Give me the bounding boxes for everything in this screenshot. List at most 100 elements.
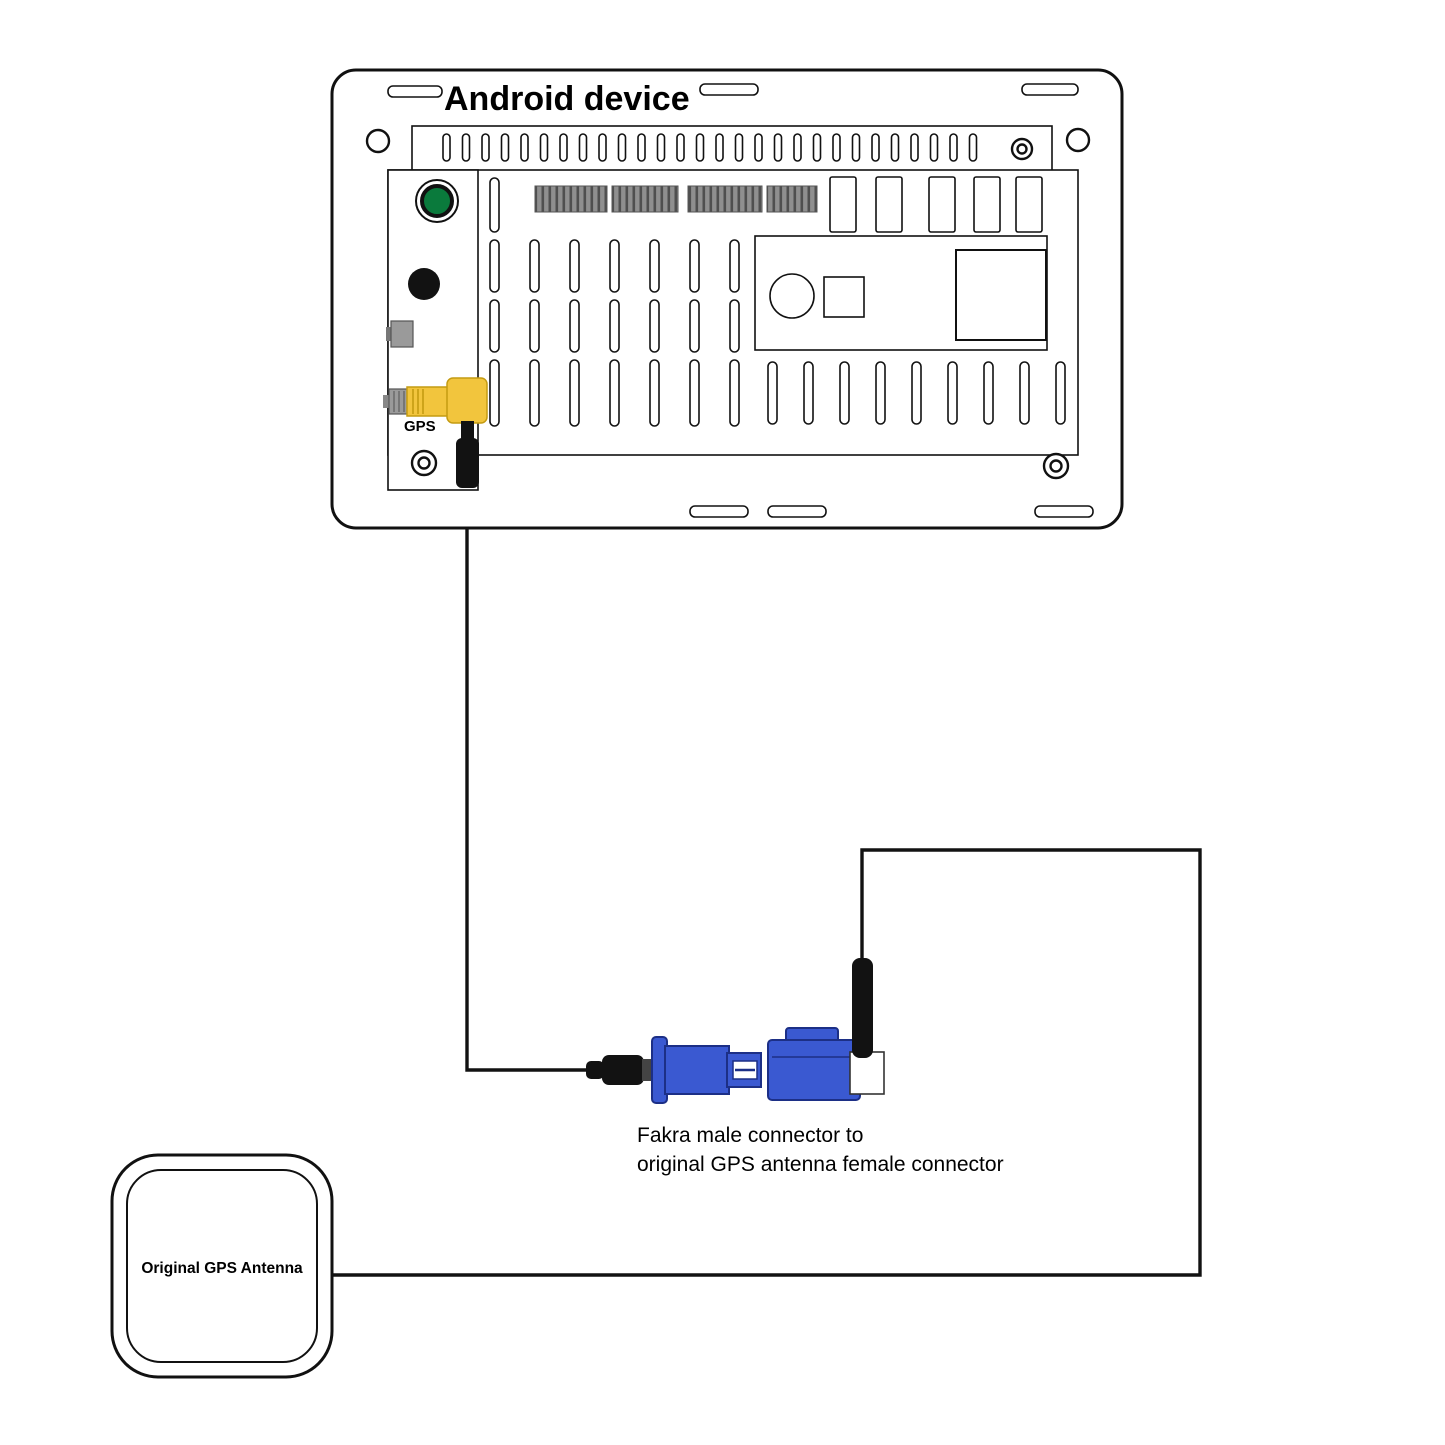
vent-slot <box>656 133 666 162</box>
sub-board <box>754 235 1048 351</box>
vent-slot <box>442 133 451 162</box>
mount-slot <box>1034 505 1094 518</box>
vent-slot <box>637 133 646 162</box>
vent-slot <box>729 239 740 293</box>
vent-slot <box>947 361 958 425</box>
vent-slot <box>609 239 620 293</box>
vent-row-4-left <box>489 359 740 427</box>
vent-slot <box>609 359 620 427</box>
vent-slot <box>911 361 922 425</box>
vent-slot <box>489 177 500 233</box>
vent-slot <box>871 133 880 162</box>
pin-header-block <box>611 185 679 213</box>
square-port-large <box>955 249 1047 341</box>
vent-slot <box>676 133 685 162</box>
jack-stub <box>386 327 392 341</box>
note-line-2: original GPS antenna female connector <box>637 1153 1004 1176</box>
cable-crimp <box>602 1055 644 1085</box>
vent-slot <box>649 299 660 353</box>
vent-slot <box>793 133 802 162</box>
vent-slot <box>832 133 841 162</box>
mount-slot <box>689 505 749 518</box>
screw-hole <box>1065 127 1091 153</box>
vent-slot <box>829 176 857 233</box>
vent-slot <box>754 133 763 162</box>
antenna-label: Original GPS Antenna <box>141 1260 303 1277</box>
vent-slot <box>539 133 549 162</box>
vent-slot <box>767 361 778 425</box>
top-right-ports <box>829 176 1043 233</box>
pin-header-block <box>687 185 763 213</box>
vent-slot <box>569 299 580 353</box>
round-port <box>769 273 815 319</box>
vent-slot <box>500 133 510 162</box>
vent-slot <box>689 359 700 427</box>
fakra-male-connector <box>586 1036 762 1104</box>
pin-header-block <box>534 185 608 213</box>
vent-slot <box>649 359 660 427</box>
vent-slot <box>489 299 500 353</box>
vent-slot <box>928 176 956 233</box>
vent-slot <box>773 133 783 162</box>
pin-header-block <box>766 185 818 213</box>
vent-slot <box>649 239 660 293</box>
top-vent-strip <box>411 125 1053 173</box>
fakra-female-connector <box>767 958 885 1101</box>
vent-slot <box>803 361 814 425</box>
vent-row-4-right <box>767 361 1066 425</box>
gps-connector: GPS <box>383 377 488 488</box>
vent-slot <box>569 359 580 427</box>
vent-slot <box>812 133 822 162</box>
note-line-1: Fakra male connector to <box>637 1124 863 1147</box>
square-port-small <box>823 276 865 318</box>
vent-slot <box>598 133 607 162</box>
original-gps-antenna: Original GPS Antenna <box>110 1153 334 1379</box>
vent-slot <box>949 133 958 162</box>
vent-slot <box>609 299 620 353</box>
vent-slot <box>529 299 540 353</box>
pin-headers <box>534 185 818 213</box>
gps-cable-boot <box>456 438 479 488</box>
vent-slot <box>559 133 568 162</box>
vent-slot <box>729 359 740 427</box>
vent-slot <box>689 299 700 353</box>
vent-row-1 <box>489 177 500 233</box>
vent-slot <box>929 133 939 162</box>
vent-strip-frame <box>411 125 1053 173</box>
mount-slot <box>387 85 443 98</box>
jack-body <box>390 320 414 348</box>
vent-slot <box>839 361 850 425</box>
vent-slot <box>1055 361 1066 425</box>
vent-slot <box>983 361 994 425</box>
antenna-jack <box>386 320 414 348</box>
vent-slot <box>569 239 580 293</box>
gps-plug-stub <box>383 395 389 408</box>
fakra-male-body <box>664 1045 730 1095</box>
device-title: Android device <box>444 80 690 118</box>
gps-cable-neck <box>461 421 474 440</box>
vent-slot <box>617 133 627 162</box>
vent-slot <box>875 361 886 425</box>
mount-slot <box>699 83 759 96</box>
vent-slot <box>520 133 529 162</box>
vent-slot <box>1015 176 1043 233</box>
device-rear-panel: GPS <box>383 169 1079 491</box>
vent-slot <box>715 133 724 162</box>
gps-socket-head <box>446 377 488 424</box>
vent-slot <box>529 239 540 293</box>
vent-slot <box>890 133 900 162</box>
vent-slot <box>968 133 978 162</box>
connector-note: Fakra male connector to original GPS ant… <box>637 1124 1004 1176</box>
screw-hole <box>365 128 391 154</box>
vent-slot <box>489 239 500 293</box>
antenna-inner-shell <box>126 1169 318 1363</box>
vent-slot <box>461 133 471 162</box>
av-jack <box>408 268 440 300</box>
vent-slot <box>529 359 540 427</box>
vent-row-3 <box>489 299 740 353</box>
top-strip-slots <box>442 133 978 162</box>
vent-slot <box>695 133 705 162</box>
power-connector <box>415 179 459 223</box>
